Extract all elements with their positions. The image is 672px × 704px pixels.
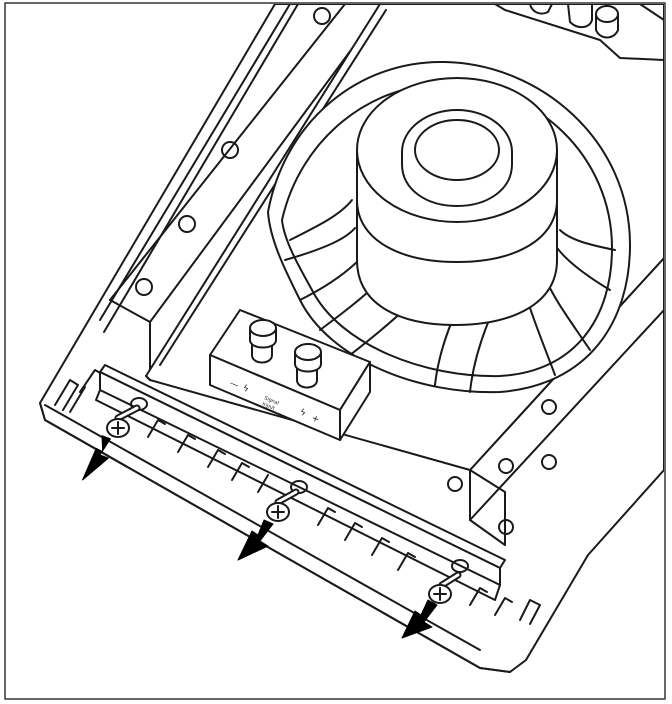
terminal-bolt-label-right: ϟ bbox=[298, 408, 307, 420]
screw-right bbox=[428, 571, 462, 604]
flange-slots bbox=[147, 419, 541, 625]
terminal-minus-label: — bbox=[228, 379, 240, 392]
arrow-middle bbox=[237, 519, 274, 561]
terminal-bolt-label-left: ϟ bbox=[241, 384, 250, 396]
terminal-post-positive bbox=[294, 343, 322, 389]
terminal-plus-label: + bbox=[310, 414, 321, 426]
top-crossover-component bbox=[494, 4, 664, 61]
terminal-labels: — ϟ Signal Input ϟ + bbox=[228, 379, 321, 426]
terminal-center-label-line2: Input bbox=[261, 401, 275, 411]
woofer-magnet bbox=[356, 77, 558, 326]
screw-middle bbox=[266, 488, 300, 522]
arrow-right bbox=[401, 599, 438, 639]
arrow-left bbox=[82, 435, 111, 481]
terminal-center-label-line1: Signal bbox=[263, 395, 279, 406]
terminal-post-negative bbox=[249, 319, 277, 364]
screw-left bbox=[106, 404, 141, 438]
